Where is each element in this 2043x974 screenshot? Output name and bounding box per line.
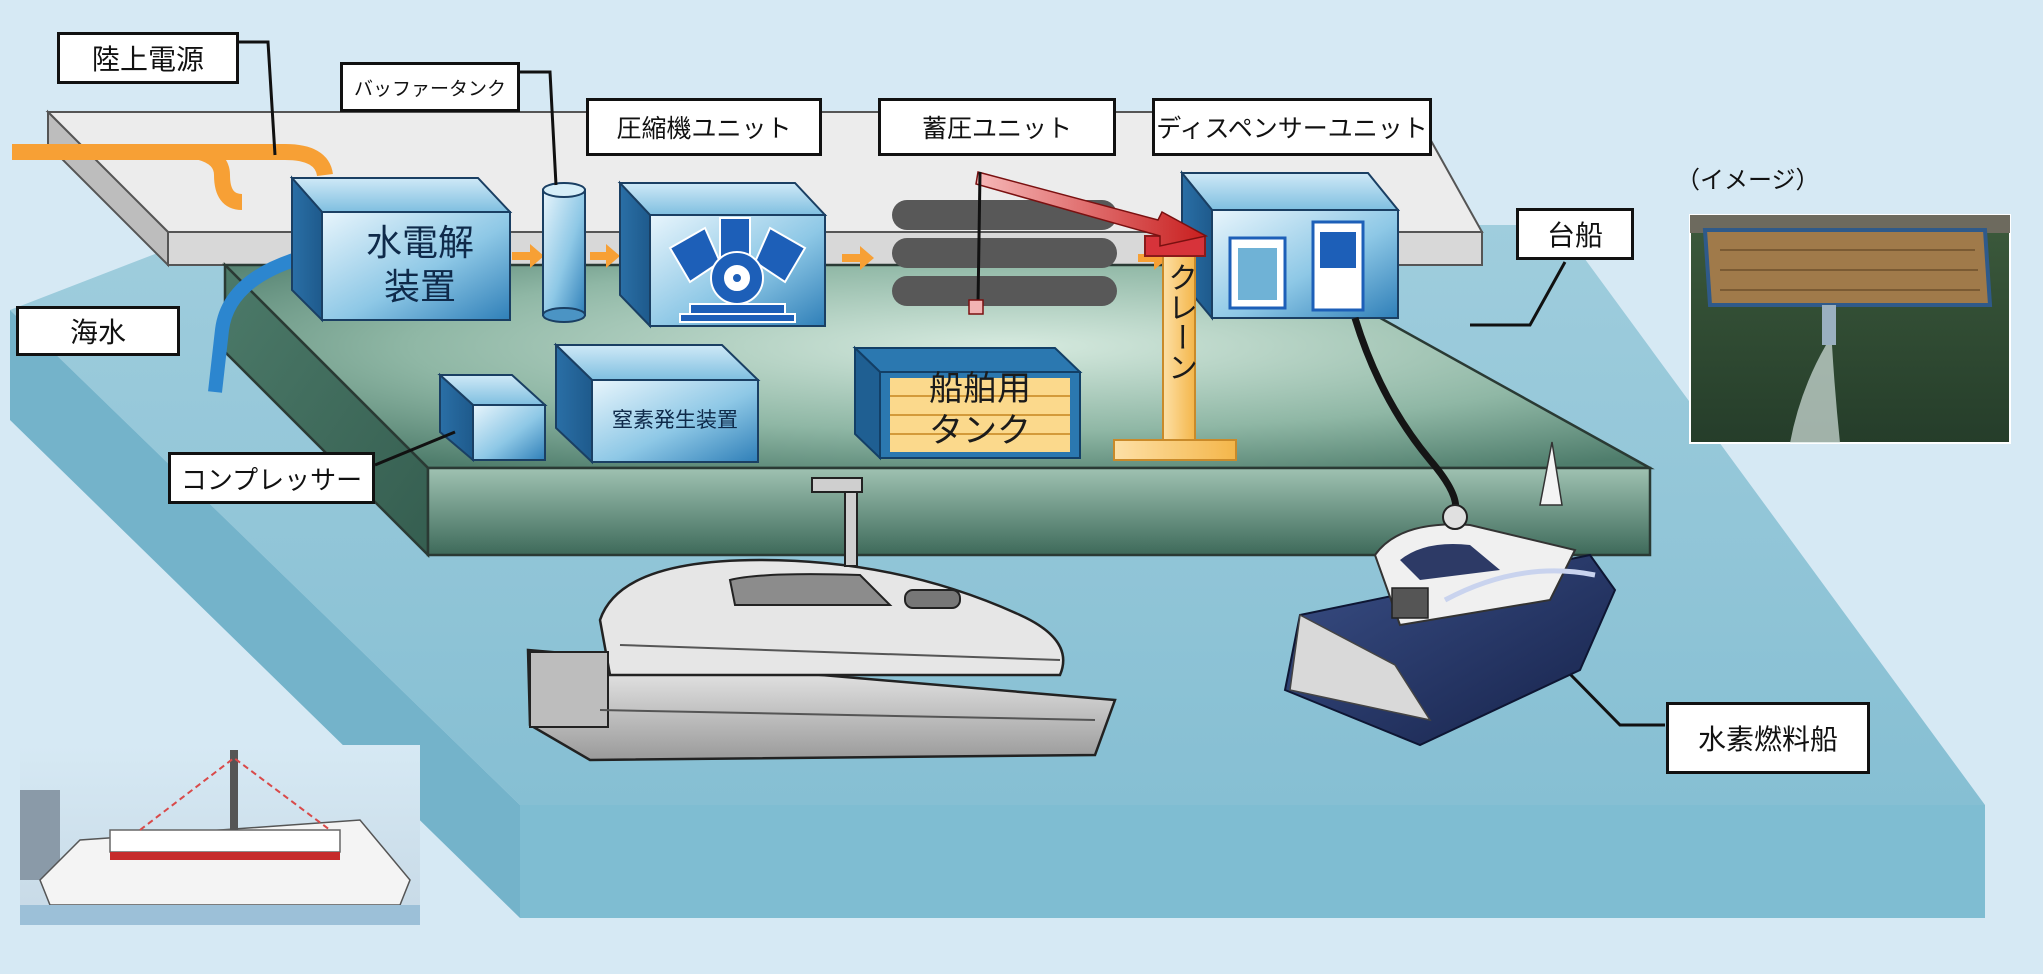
label-shore-power: 陸上電源 <box>57 32 239 84</box>
label-compressor: コンプレッサー <box>168 452 375 504</box>
hydrogen-ship-model <box>1283 441 1617 747</box>
crane-label: クレーン <box>1162 262 1197 382</box>
crane <box>1113 235 1237 461</box>
label-hydrogen-ship: 水素燃料船 <box>1666 702 1870 774</box>
buffer-tank-cylinder <box>542 182 586 323</box>
catamaran-model <box>526 477 1117 762</box>
dispenser-unit-box <box>1179 170 1401 321</box>
nitrogen-generator-box <box>553 342 761 465</box>
seawater-pipe <box>208 251 303 393</box>
red-flow-arrow <box>975 171 1209 247</box>
fueling-hose <box>1351 316 1460 513</box>
nitrogen-generator-label: 窒素発生装置 <box>612 408 738 432</box>
electrolyzer-label: 水電解 装置 <box>340 222 500 310</box>
compressor-box <box>437 372 548 463</box>
accumulator-cylinders <box>892 200 1117 306</box>
electrolyzer-label-line2: 装置 <box>383 267 456 308</box>
leader-lines <box>238 40 1665 727</box>
label-accumulator-unit: 蓄圧ユニット <box>878 98 1116 156</box>
compressor-unit-box <box>617 180 828 329</box>
ship-launch-photo <box>20 745 420 925</box>
electrolyzer-label-line1: 水電解 <box>365 223 474 264</box>
barge-aerial-photo <box>1689 214 2011 444</box>
label-buffer-tank: バッファータンク <box>340 62 520 112</box>
power-cable <box>12 144 333 210</box>
label-dispenser-unit: ディスペンサーユニット <box>1152 98 1432 156</box>
electrolyzer-unit <box>289 175 513 323</box>
ship-tank-label: 船舶用 タンク <box>890 368 1070 452</box>
compressor-icon <box>668 217 807 323</box>
label-barge: 台船 <box>1516 208 1634 260</box>
ship-tank <box>852 345 1083 461</box>
ship-tank-label-line1: 船舶用 <box>929 369 1031 409</box>
ship-tank-label-line2: タンク <box>929 411 1031 451</box>
accumulator-marker <box>968 299 984 315</box>
image-note: （イメージ） <box>1676 166 1820 194</box>
label-seawater: 海水 <box>16 306 180 356</box>
label-compressor-unit: 圧縮機ユニット <box>586 98 822 156</box>
